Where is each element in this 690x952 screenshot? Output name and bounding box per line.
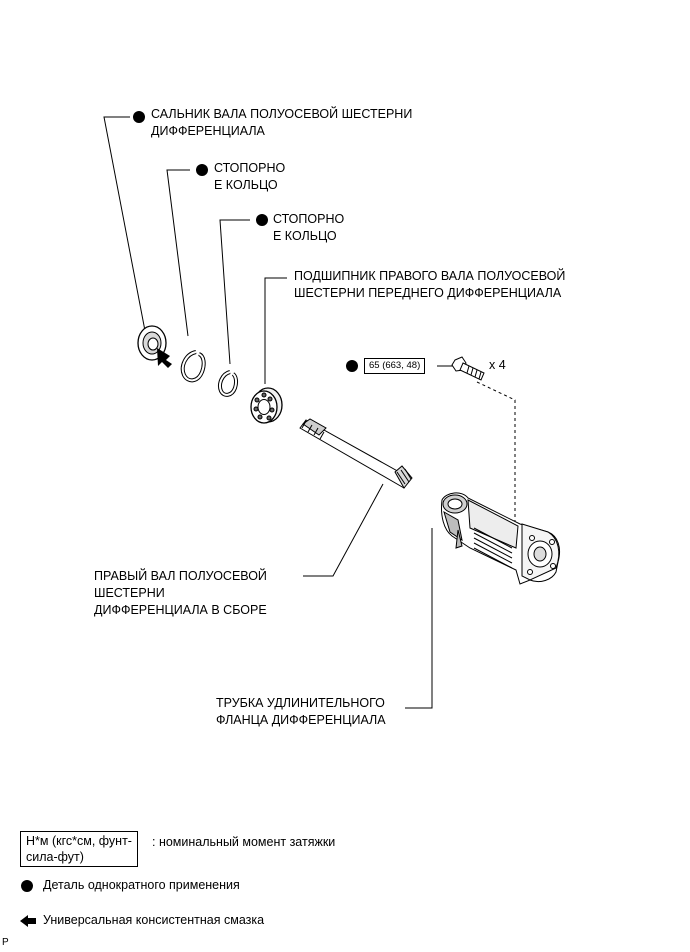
snap-ring-1-label-line2: Е КОЛЬЦО xyxy=(214,178,278,192)
shaft-label-line3: ДИФФЕРЕНЦИАЛА В СБОРЕ xyxy=(94,603,267,617)
bolt-part xyxy=(451,356,485,381)
snap-ring-2-label-line1: СТОПОРНО xyxy=(273,212,345,226)
axle-shaft-part xyxy=(299,418,413,489)
snap-ring-2-label-line2: Е КОЛЬЦО xyxy=(273,229,337,243)
seal-label-line2: ДИФФЕРЕНЦИАЛА xyxy=(151,124,265,138)
bearing-label-line2: ШЕСТЕРНИ ПЕРЕДНЕГО ДИФФЕРЕНЦИАЛА xyxy=(294,286,562,300)
bearing-label-line1: ПОДШИПНИК ПРАВОГО ВАЛА ПОЛУОСЕВОЙ xyxy=(294,269,566,283)
tube-leader-line xyxy=(405,528,433,709)
tube-label-line2: ФЛАНЦА ДИФФЕРЕНЦИАЛА xyxy=(216,713,386,727)
non-reusable-mark-seal xyxy=(133,111,145,123)
legend-grease-text: Универсальная консистентная смазка xyxy=(43,913,265,927)
shaft-label: ПРАВЫЙ ВАЛ ПОЛУОСЕВОЙ ШЕСТЕРНИ ДИФФЕРЕНЦ… xyxy=(94,568,267,619)
non-reusable-mark-snap-ring-2 xyxy=(256,214,268,226)
tube-label-line1: ТРУБКА УДЛИНИТЕЛЬНОГО xyxy=(216,696,385,710)
corner-mark: P xyxy=(2,937,9,948)
bearing-label: ПОДШИПНИК ПРАВОГО ВАЛА ПОЛУОСЕВОЙ ШЕСТЕР… xyxy=(294,268,565,302)
shaft-label-line1: ПРАВЫЙ ВАЛ ПОЛУОСЕВОЙ xyxy=(94,569,267,583)
snap-ring-2-leader-line xyxy=(219,219,250,365)
legend-torque-unit-box: Н*м (кгс*см, фунт- сила-фут) xyxy=(20,831,138,867)
bolt-dashed-guide xyxy=(476,381,516,528)
non-reusable-mark-snap-ring-1 xyxy=(196,164,208,176)
extension-tube-part xyxy=(441,492,561,585)
legend-torque-unit-line2: сила-фут) xyxy=(26,850,84,864)
shaft-label-line2: ШЕСТЕРНИ xyxy=(94,586,165,600)
seal-leader-line xyxy=(103,116,147,337)
torque-spec-box: 65 (663, 48) xyxy=(364,358,426,374)
legend-torque-unit-line1: Н*м (кгс*см, фунт- xyxy=(26,834,132,848)
tube-label: ТРУБКА УДЛИНИТЕЛЬНОГО ФЛАНЦА ДИФФЕРЕНЦИА… xyxy=(216,695,386,729)
grease-arrow-on-seal xyxy=(157,348,172,368)
legend-non-reusable-icon xyxy=(21,880,33,892)
snap-ring-2-label: СТОПОРНО Е КОЛЬЦО xyxy=(273,211,344,245)
snap-ring-1-leader-line xyxy=(166,169,190,337)
bearing-leader-line xyxy=(264,277,287,384)
snap-ring-1-label-line1: СТОПОРНО xyxy=(214,161,286,175)
grease-arrow-icon xyxy=(20,915,36,927)
snap-ring-1-label: СТОПОРНО Е КОЛЬЦО xyxy=(214,160,285,194)
legend-non-reusable-text: Деталь однократного применения xyxy=(43,878,240,892)
non-reusable-mark-bolt xyxy=(346,360,358,372)
bearing-part xyxy=(250,387,283,424)
bolt-quantity: x 4 xyxy=(489,358,506,372)
shaft-leader-line xyxy=(303,483,384,577)
seal-label-line1: САЛЬНИК ВАЛА ПОЛУОСЕВОЙ ШЕСТЕРНИ xyxy=(151,107,413,121)
seal-label: САЛЬНИК ВАЛА ПОЛУОСЕВОЙ ШЕСТЕРНИ ДИФФЕРЕ… xyxy=(151,106,412,140)
legend-torque-description: : номинальный момент затяжки xyxy=(152,835,336,849)
